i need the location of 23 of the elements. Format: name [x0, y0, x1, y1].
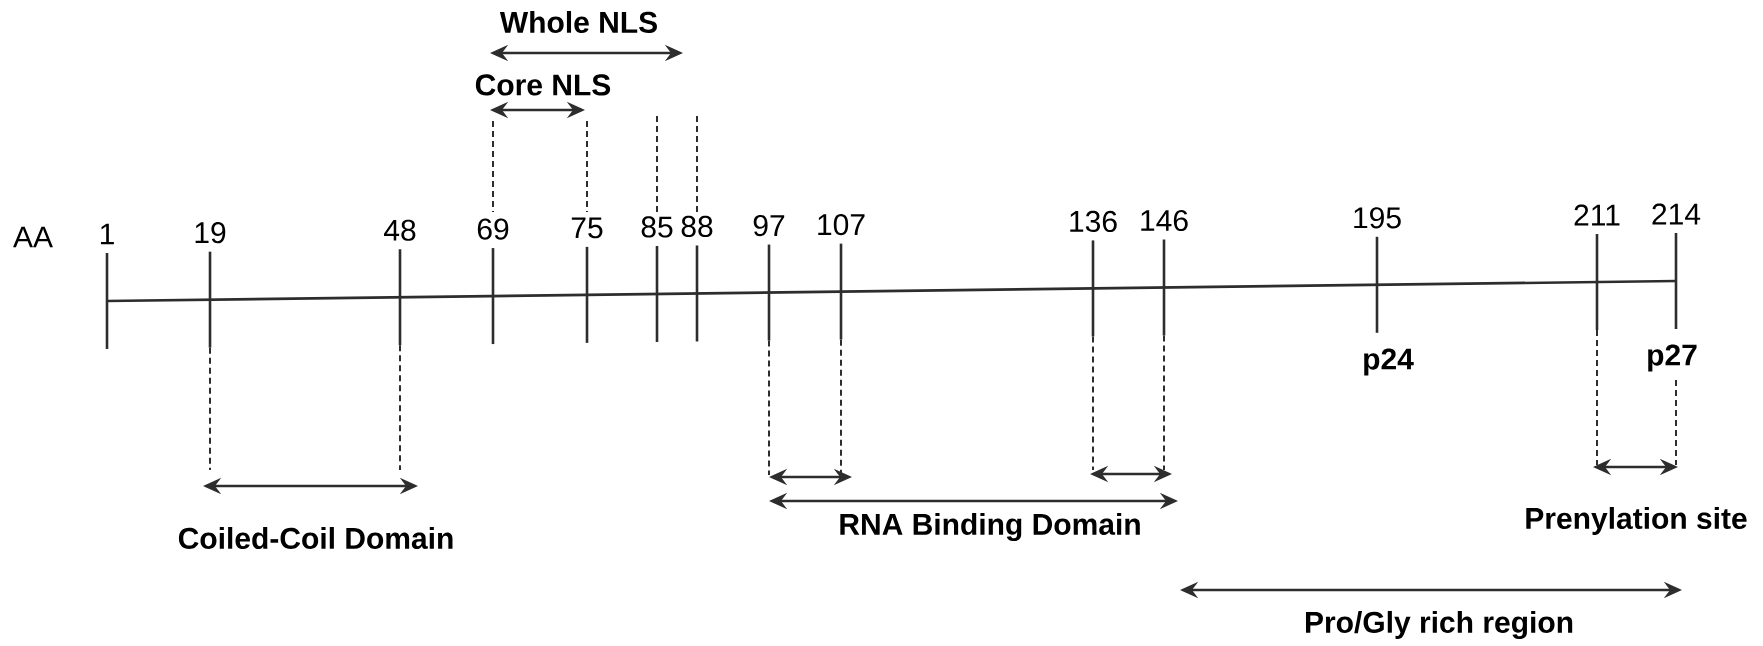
tick-label: 107	[818, 214, 865, 236]
axis-label: AA	[13, 226, 53, 248]
tick-label: 1	[100, 223, 114, 245]
tick-label: 97	[753, 214, 785, 237]
tick-label: 211	[1574, 204, 1620, 226]
region-label: Core NLS	[475, 74, 611, 96]
tick-label: 69	[477, 218, 509, 240]
peptide-label: p27	[1648, 344, 1697, 372]
tick-label: 85	[641, 216, 673, 238]
region-label: Prenylation site	[1526, 507, 1747, 535]
tick-label: 88	[681, 215, 713, 238]
tick-label: 146	[1141, 209, 1188, 232]
region-label: Pro/Gly rich region	[1306, 610, 1573, 640]
tick-label: 48	[384, 219, 416, 241]
tick-label: 136	[1070, 210, 1117, 232]
peptide-label: p24	[1364, 348, 1414, 376]
tick-label: 195	[1354, 207, 1401, 229]
region-label: RNA Binding Domain	[840, 512, 1140, 542]
tick-label: 19	[195, 222, 226, 244]
tick-label: 75	[571, 217, 603, 239]
tick-label: 214	[1652, 203, 1701, 225]
region-label: Whole NLS	[499, 11, 657, 33]
region-label: Coiled-Coil Domain	[178, 527, 453, 549]
